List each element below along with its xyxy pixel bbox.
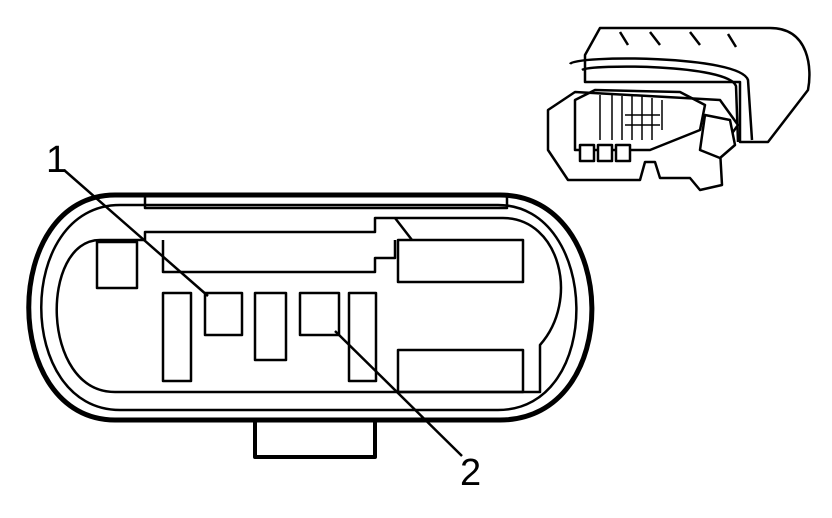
top-latch-bar xyxy=(143,194,509,210)
inner-cavity-outline xyxy=(55,216,563,394)
terminal-cavity-a xyxy=(161,291,193,383)
bottom-locking-tab xyxy=(253,420,377,459)
leader-line-2 xyxy=(334,330,463,457)
outer-housing-outline xyxy=(26,192,595,423)
guide-rail xyxy=(161,240,397,274)
right-lower-cavity xyxy=(396,348,525,394)
right-upper-cavity xyxy=(396,238,525,284)
connector-front-housing xyxy=(546,90,740,192)
callout-2: 2 xyxy=(460,452,481,494)
inner-slots xyxy=(599,95,663,140)
terminal-cavity-e xyxy=(347,291,378,383)
terminal-cavity-d xyxy=(298,291,341,337)
inner-housing-outline xyxy=(40,203,578,412)
connector-perspective-illustration xyxy=(546,26,811,192)
key-square xyxy=(95,240,139,290)
terminal-window-3 xyxy=(614,143,632,163)
connector-top-ribs xyxy=(618,31,738,48)
connector-rear-body xyxy=(583,26,811,144)
leader-lines xyxy=(63,169,463,457)
leader-line-1 xyxy=(63,169,209,297)
connector-right-latch xyxy=(698,113,737,160)
callout-1: 1 xyxy=(46,139,67,181)
connector-face xyxy=(26,192,595,459)
terminal-cavity-c xyxy=(253,291,288,362)
seal-ring-outer xyxy=(568,57,754,141)
terminal-window-1 xyxy=(578,143,596,163)
seal-ring-inner xyxy=(581,65,740,143)
rail-chamfer xyxy=(394,217,413,241)
terminal-cavity-b xyxy=(203,291,244,337)
terminal-window-2 xyxy=(596,143,614,163)
